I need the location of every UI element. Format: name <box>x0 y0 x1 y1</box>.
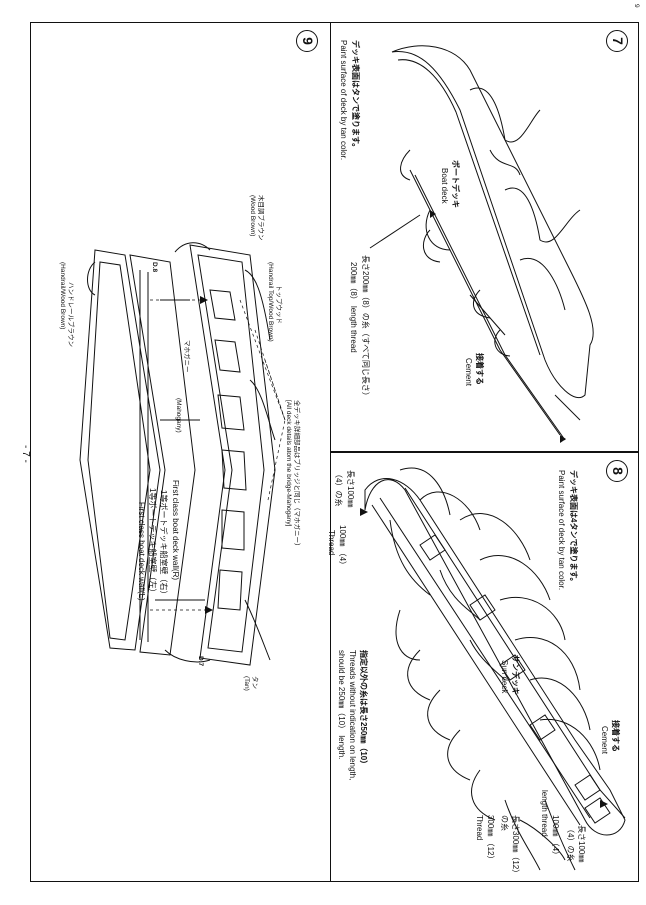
step8-instruction-en: Paint surface of deck by tan color. <box>557 470 566 591</box>
panel-step8 <box>330 452 639 882</box>
step8-thread100-jp: 長さ100㎜ <box>346 470 355 508</box>
step8-thread100b-val: （4）の糸 <box>566 825 575 862</box>
step9-all-deck-jp: 全デッキ詳細部品はブリッジと同じ（マホガニー） <box>293 400 300 550</box>
step8-number: 8 <box>606 460 628 482</box>
step9-wall-l-jp: 1等ボートデッキ船室壁（左） <box>148 488 157 597</box>
step8-cement-jp: 接着する <box>611 720 620 752</box>
step9-d8-label: D.8 <box>151 262 158 273</box>
step9-handrail-en: (Handrail/Wood Brown) <box>59 262 66 330</box>
step8-note-en2: should be 250㎜（10） length. <box>337 650 346 760</box>
step9-top-wood-en: (Handrail Top/Wood Brown) <box>267 262 274 342</box>
step9-wall-l-en: First class boat deck wall(L) <box>137 502 146 601</box>
step8-thread300-en: 300㎜ （12） <box>486 815 495 864</box>
step9-number: 9 <box>296 30 318 52</box>
step9-wall-r-en: First class boat deck wall(R) <box>171 480 180 581</box>
step8-thread100b-en2: length thread <box>540 790 549 837</box>
step8-thread100b-jp: 長さ100㎜ <box>577 825 586 863</box>
step8-note-jp: 指定以外の糸は長さ250㎜（10） <box>359 650 368 769</box>
step8-cement-en: Cement <box>600 726 609 755</box>
step8-thread300-val: の糸 <box>500 815 509 831</box>
step7-instruction-jp: デッキ表面はタンで塗ります。 <box>351 40 360 152</box>
page-number: - 7 - <box>20 445 31 463</box>
step7-boat-deck-en: Boat deck <box>440 168 449 204</box>
step8-thread300-jp: 長さ300㎜（12） <box>511 815 520 878</box>
step7-number: 7 <box>606 30 628 52</box>
step8-note-en1: Threads without indication on length, <box>348 650 357 781</box>
step7-cement-en: Cement <box>464 358 473 387</box>
step9-wall-r-jp: 1等ボートデッキ船室壁（右） <box>159 490 168 599</box>
step9-wood-brown-en: (Wood Brown) <box>249 195 256 237</box>
step8-thread-word: Thread <box>327 530 336 556</box>
step9-top-wood-jp: トップウッド <box>275 285 282 324</box>
step9-tan-en: (Tan) <box>243 676 250 691</box>
panel-step7 <box>330 22 639 452</box>
step9-d7-label: D.7 <box>197 656 204 667</box>
step8-thread100-en: 100㎜ （4） <box>338 525 347 570</box>
step7-boat-deck-jp: ボートデッキ <box>451 160 460 208</box>
step9-tan-jp: タン <box>251 676 258 689</box>
step7-instruction-en: Paint surface of deck by tan color. <box>339 40 348 161</box>
step9-wood-brown-jp: 木目調ブラウン <box>257 195 264 241</box>
step8-sun-deck-en: Sun deck <box>500 660 509 694</box>
step7-thread-en: 200㎜（8） length thread <box>349 262 358 353</box>
step8-thread100-val: （4）の糸 <box>334 470 343 507</box>
step8-sun-deck-jp: サンデッキ <box>511 655 520 695</box>
step9-mahogany-jp: マホガニー <box>183 340 190 373</box>
step9-all-deck-en: [All deck details atom the bridge-Mahoga… <box>285 400 292 527</box>
step7-thread-jp: 長さ200㎜（8）の糸（すべて同じ長さ） <box>361 255 370 400</box>
step9-handrail-jp: ハンドレールブラウン <box>67 282 74 347</box>
step8-thread300-word: Thread <box>475 815 484 841</box>
step7-cement-jp: 接着する <box>475 353 484 385</box>
step9-mahogany-en: (Mahogany) <box>175 398 182 433</box>
step8-thread100b-en: 100㎜ （4） <box>551 815 560 860</box>
step8-instruction-jp: デッキ表面は4タンで塗ります。 <box>569 470 578 586</box>
